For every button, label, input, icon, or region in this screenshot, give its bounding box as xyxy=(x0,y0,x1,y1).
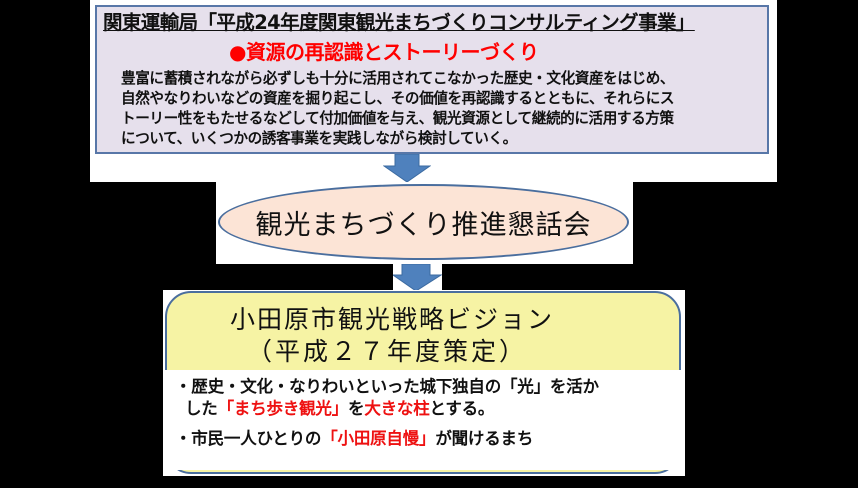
highlight-machi-aruki: 「まち歩き観光」 xyxy=(217,399,349,418)
text: した xyxy=(185,399,218,418)
text: が聞けるまち xyxy=(435,429,534,448)
description-line: 豊富に蓄積されながら必ずしも十分に活用されてこなかった歴史・文化資産をはじめ、 xyxy=(121,70,675,87)
council-label: 観光まちづくり推進懇話会 xyxy=(255,209,592,241)
text: を xyxy=(348,399,365,418)
down-arrow-icon xyxy=(393,264,442,291)
project-subtitle: ●資源の再認識とストーリーづくり xyxy=(229,40,539,64)
highlight-main-pillar: 大きな柱 xyxy=(364,399,430,418)
vision-title: 小田原市観光戦略ビジョン xyxy=(229,305,554,334)
middle-panel: 観光まちづくり推進懇話会 xyxy=(216,182,633,264)
top-panel: 関東運輸局「平成24年度関東観光まちづくりコンサルティング事業」 ●資源の再認識… xyxy=(90,0,777,182)
description-line: 自然やなりわいなどの資産を掘り起こし、その価値を再認識するとともに、それらにス xyxy=(121,90,675,107)
project-description: 豊富に蓄積されながら必ずしも十分に活用されてこなかった歴史・文化資産をはじめ、 … xyxy=(121,69,761,149)
text: ・市民一人ひとりの xyxy=(175,429,322,448)
vision-point-1-line-1: ・歴史・文化・なりわいといった城下独自の「光」を活か xyxy=(175,377,599,396)
text: とする。 xyxy=(429,399,495,418)
vision-subtitle: （平成２７年度策定） xyxy=(246,337,527,366)
vision-points: ・歴史・文化・なりわいといった城下独自の「光」を活か した「まち歩き観光」を大き… xyxy=(163,370,683,470)
bottom-panel: 小田原市観光戦略ビジョン （平成２７年度策定） ・歴史・文化・なりわいといった城… xyxy=(163,290,685,476)
project-title: 関東運輸局「平成24年度関東観光まちづくりコンサルティング事業」 xyxy=(103,11,695,34)
council-ellipse: 観光まちづくり推進懇話会 xyxy=(218,184,629,260)
arrow-panel xyxy=(393,264,442,291)
highlight-odawara-pride: 「小田原自慢」 xyxy=(321,429,436,448)
vision-point-1-line-2: した「まち歩き観光」を大きな柱とする。 xyxy=(185,398,494,420)
down-arrow-icon xyxy=(383,154,431,182)
consulting-project-box: 関東運輸局「平成24年度関東観光まちづくりコンサルティング事業」 ●資源の再認識… xyxy=(95,5,769,154)
vision-point-2: ・市民一人ひとりの「小田原自慢」が聞けるまち xyxy=(175,428,533,450)
description-line: について、いくつかの誘客事業を実践しながら検討していく。 xyxy=(121,130,517,147)
description-line: トーリー性をもたせるなどして付加価値を与え、観光資源として継続的に活用する方策 xyxy=(121,110,674,127)
